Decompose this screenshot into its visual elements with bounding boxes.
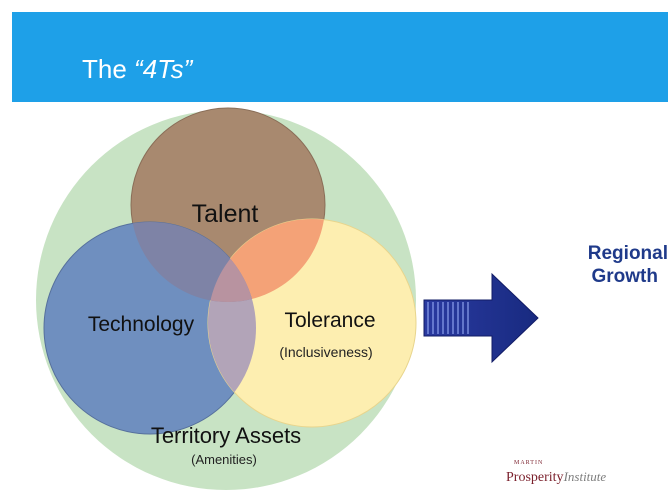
logo-italic-text: Institute <box>563 469 607 484</box>
territory-assets-label: Territory Assets <box>151 423 301 448</box>
talent-tolerance-overlap <box>208 219 325 302</box>
logo-wordmark: ProsperityInstitute <box>506 469 606 486</box>
talent-technology-overlap <box>131 222 256 302</box>
territory-assets-sublabel: (Amenities) <box>191 452 257 467</box>
technology-label: Technology <box>88 313 195 336</box>
regional-growth-line2: Growth <box>591 266 659 287</box>
slide-title: The “4Ts” <box>82 54 192 84</box>
regional-growth-label: Regional Growth <box>545 242 668 288</box>
title-banner <box>12 12 668 102</box>
regional-growth-line1: Regional <box>587 243 668 264</box>
title-emphasis: “4Ts” <box>134 54 193 84</box>
logo-small-text: MARTIN <box>514 460 544 466</box>
tolerance-label: Tolerance <box>284 309 375 332</box>
title-prefix: The <box>82 54 135 84</box>
right-arrow-icon <box>423 272 539 364</box>
martin-prosperity-institute-logo: MARTIN ProsperityInstitute <box>506 460 656 486</box>
tolerance-sublabel: (Inclusiveness) <box>279 344 372 360</box>
logo-main-text: Prosperity <box>506 470 564 485</box>
talent-label: Talent <box>192 200 259 228</box>
